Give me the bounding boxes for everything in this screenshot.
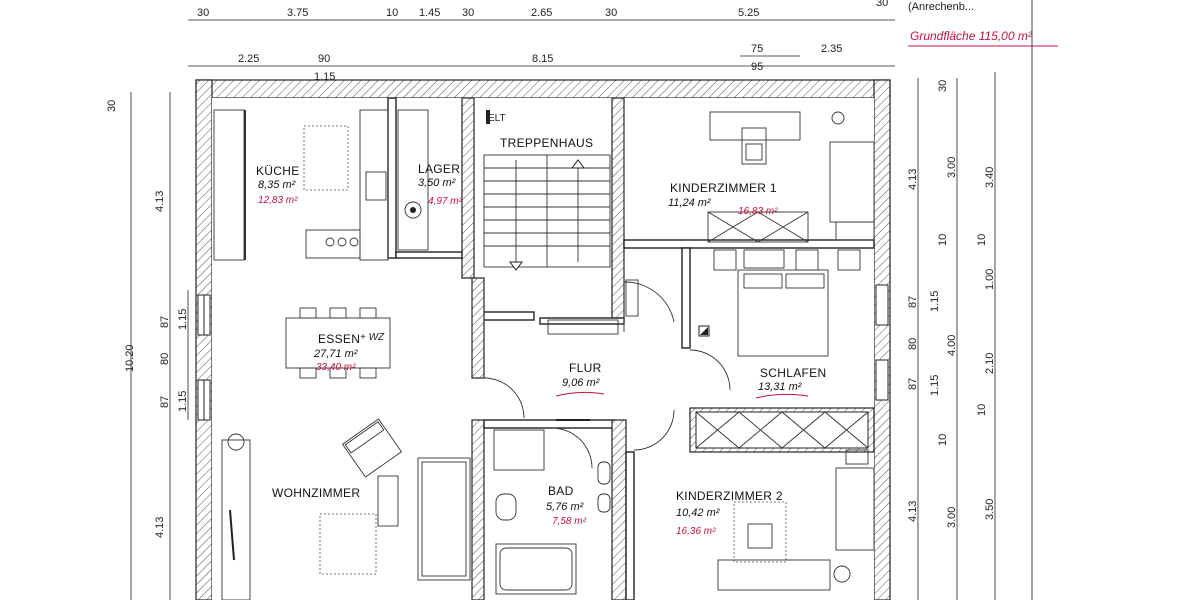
room-bad-name: BAD [548, 484, 574, 498]
window-right-2 [875, 359, 889, 401]
dim-right-c-5: 3.50 [984, 499, 996, 520]
room-treppenhaus-name: TREPPENHAUS [500, 136, 593, 150]
room-kinderzimmer2-note: 16,36 m² [676, 526, 716, 537]
dim-left-window-1: 1.15 [177, 391, 189, 412]
dim-top2-sub-1: 95 [751, 61, 763, 73]
elt-label: ELT [488, 113, 506, 124]
dim-top2-1: 90 [318, 53, 330, 65]
dim-top2-4: 2.35 [821, 43, 842, 55]
dim-top1-7: 5.25 [738, 7, 759, 19]
window-right-1 [875, 284, 889, 326]
dim-left-inner-4: 4.13 [154, 517, 166, 538]
header-partial-text: (Anrechenb... [908, 1, 974, 13]
room-kinderzimmer1-name: KINDERZIMMER 1 [670, 181, 777, 195]
kinderzimmer-2-furniture [717, 449, 875, 591]
dim-right-a-4: 4.13 [907, 501, 919, 522]
room-flur-name: FLUR [569, 361, 602, 375]
wardrobe-kinderzimmer-1 [707, 211, 809, 243]
dim-right-b-6: 10 [937, 434, 949, 446]
right-dimensions: 4.13 87 80 87 4.13 30 3.00 10 1.15 4.00 … [907, 72, 996, 600]
room-kueche-area: 8,35 m² [258, 179, 296, 191]
room-lager-area: 3,50 m² [418, 177, 456, 189]
doors [483, 279, 731, 469]
room-essen-area: 27,71 m² [313, 348, 358, 360]
dim-left-inner-0: 4.13 [154, 191, 166, 212]
room-bad-area: 5,76 m² [546, 501, 584, 513]
dim-right-c-2: 1.00 [984, 269, 996, 290]
dim-left-inner-2: 80 [159, 353, 171, 365]
room-wohnzimmer-name: WOHNZIMMER [272, 486, 360, 500]
dim-left-outer-1: 10.20 [124, 344, 136, 372]
room-kinderzimmer1-note: 16,83 m² [738, 206, 778, 217]
dim-right-c-0: 3.40 [984, 167, 996, 188]
kinderzimmer-1-furniture [709, 111, 875, 241]
room-essen-name: ESSEN [318, 332, 360, 346]
room-bad-note: 7,58 m² [552, 516, 587, 527]
room-essen-note: 33,40 m² [316, 362, 356, 373]
dim-right-b-7: 3.00 [946, 507, 958, 528]
dim-right-b-4: 4.00 [946, 335, 958, 356]
outer-walls [195, 79, 891, 600]
dim-right-b-3: 1.15 [929, 291, 941, 312]
dim-top2-0: 2.25 [238, 53, 259, 65]
bed-schlafen [698, 249, 861, 357]
room-schlafen-underline [755, 393, 809, 399]
dining-table [285, 307, 391, 379]
room-labels: KÜCHE 8,35 m² 12,83 m² LAGER 3,50 m² 4,9… [256, 136, 826, 537]
room-kinderzimmer1-area: 11,24 m² [668, 197, 711, 209]
dim-right-b-2: 10 [937, 234, 949, 246]
room-kueche-note: 12,83 m² [258, 195, 298, 206]
dim-top1-0: 30 [197, 7, 209, 19]
dim-right-a-1: 87 [907, 296, 919, 308]
room-lager-note: 4,97 m² [428, 196, 463, 207]
left-dimensions: 30 10.20 4.13 87 80 87 4.13 1.15 1.15 [106, 92, 189, 600]
room-lager-name: LAGER [418, 162, 460, 176]
dim-top1-3: 1.45 [419, 7, 440, 19]
dim-top1-4: 30 [462, 7, 474, 19]
wardrobe-schlafen [695, 411, 869, 449]
dim-right-c-3: 2.10 [984, 353, 996, 374]
room-kinderzimmer2-area: 10,42 m² [676, 507, 720, 519]
dim-top2-2: 8.15 [532, 53, 553, 65]
dim-right-b-1: 3.00 [946, 157, 958, 178]
room-schlafen-area: 13,31 m² [758, 381, 802, 393]
room-essen-extra: + WZ [360, 332, 385, 343]
top-dimension-row-1: 30 3.75 10 1.45 30 2.65 30 5.25 30 [188, 0, 895, 21]
top-dimension-row-2: 2.25 90 8.15 75 2.35 1.15 95 [188, 43, 895, 83]
kitchen-furniture [213, 109, 429, 261]
dim-left-inner-1: 87 [159, 316, 171, 328]
living-furniture [221, 418, 471, 600]
dim-top1-6: 30 [605, 7, 617, 19]
dim-right-b-5: 1.15 [929, 375, 941, 396]
dim-right-b-0: 30 [937, 80, 949, 92]
dim-top1-2: 10 [386, 7, 398, 19]
dim-top1-1: 3.75 [287, 7, 308, 19]
dim-left-window-0: 1.15 [177, 309, 189, 330]
dim-right-c-4: 10 [976, 404, 988, 416]
room-flur-underline [555, 391, 605, 397]
bathroom-fixtures [493, 429, 611, 595]
dim-right-c-1: 10 [976, 234, 988, 246]
dim-right-a-3: 87 [907, 378, 919, 390]
room-schlafen-name: SCHLAFEN [760, 366, 826, 380]
dim-left-inner-3: 87 [159, 396, 171, 408]
dim-right-a-0: 4.13 [907, 169, 919, 190]
dim-top2-3: 75 [751, 43, 763, 55]
room-kueche-name: KÜCHE [256, 164, 300, 178]
room-flur-area: 9,06 m² [562, 377, 600, 389]
dim-left-outer-0: 30 [106, 100, 118, 112]
dim-top1-8: 30 [876, 0, 888, 9]
staircase [483, 110, 611, 271]
dim-top1-5: 2.65 [531, 7, 552, 19]
room-kinderzimmer2-name: KINDERZIMMER 2 [676, 489, 783, 503]
dim-right-a-2: 80 [907, 338, 919, 350]
total-area-note: Grundfläche 115,00 m² [910, 29, 1033, 43]
